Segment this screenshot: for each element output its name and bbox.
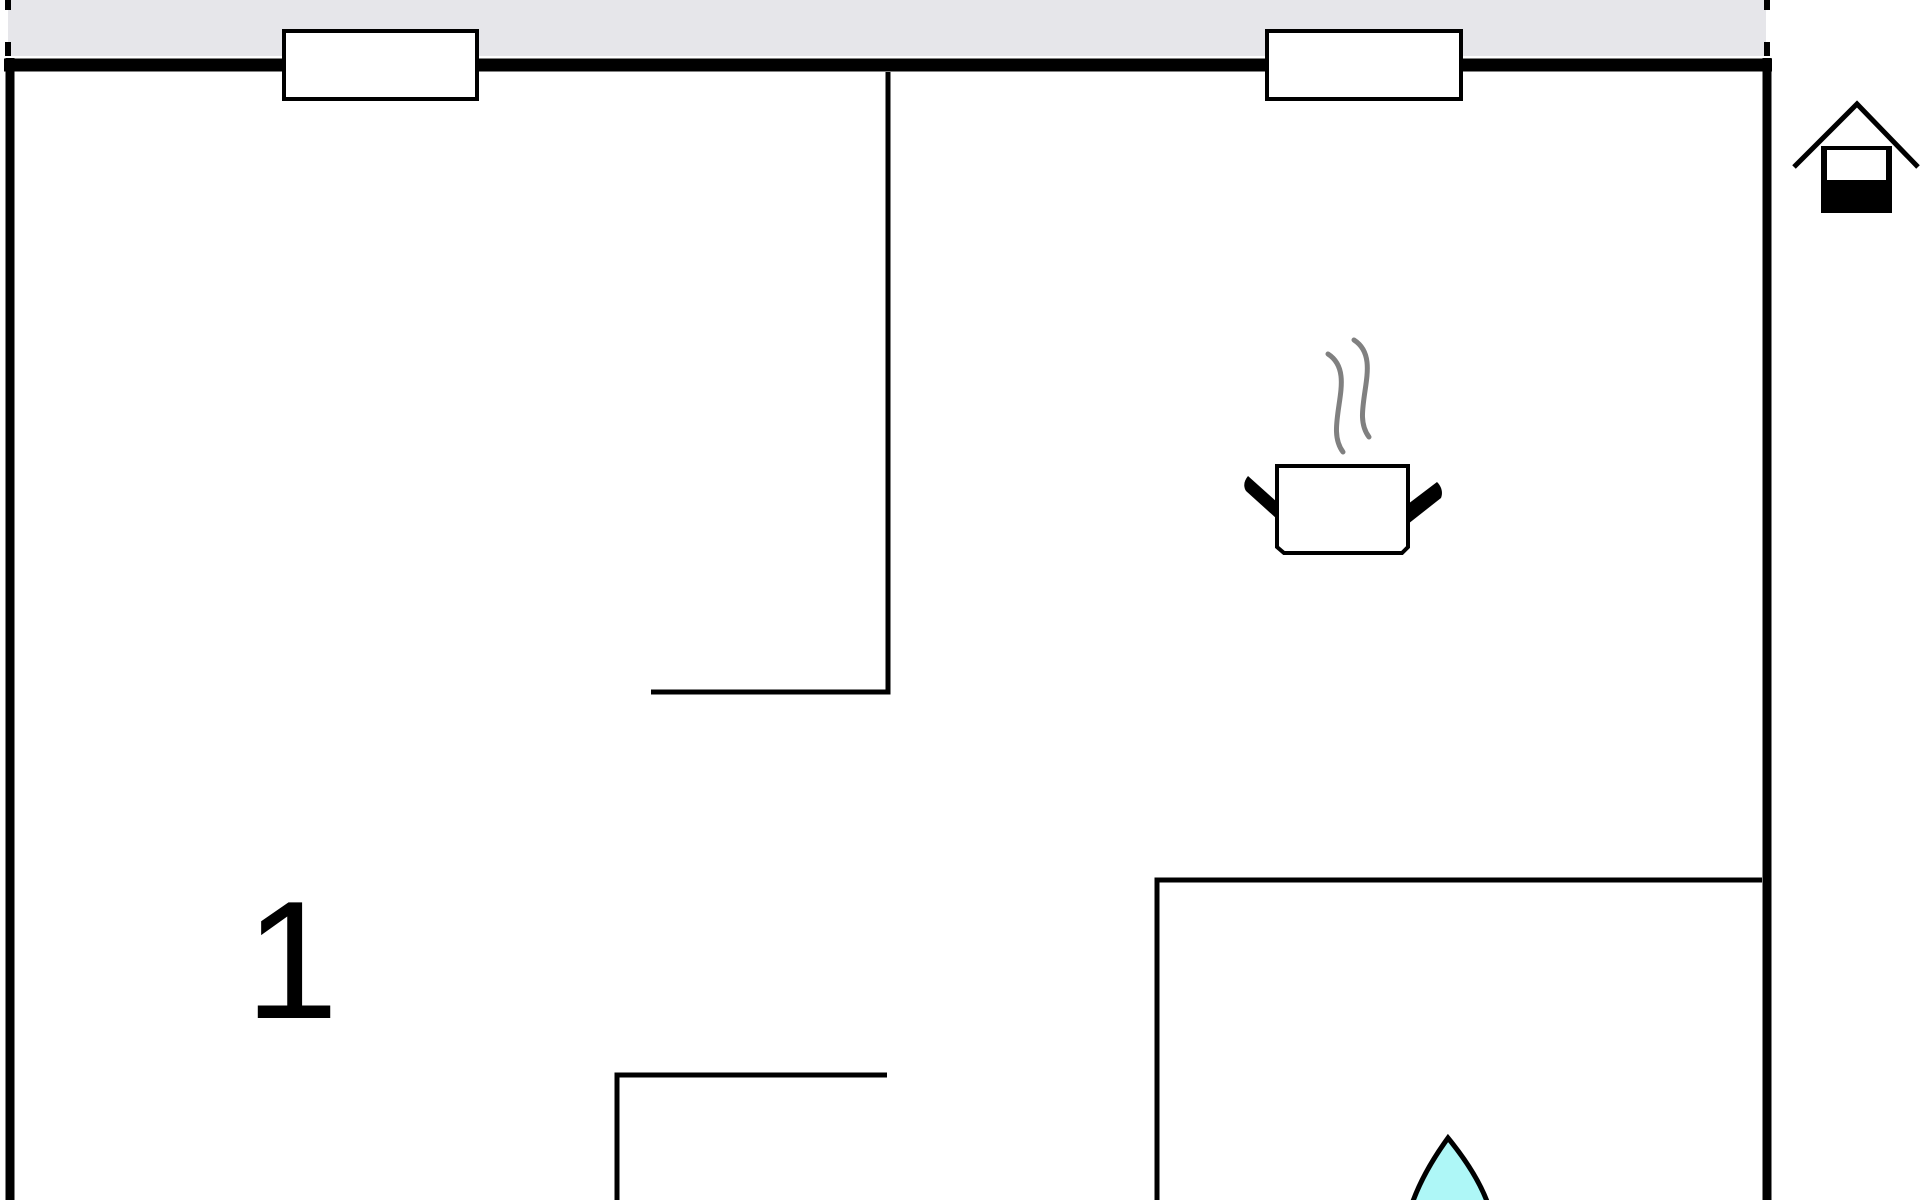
partition-wall-upper — [651, 72, 891, 695]
bathroom-wall — [1154, 877, 1762, 1200]
room-number-label: 1 — [245, 866, 339, 1054]
cooking-pot-icon — [1244, 337, 1442, 555]
window-left — [282, 29, 479, 101]
water-drop-icon — [1410, 1133, 1490, 1200]
partition-wall-lower — [614, 1072, 887, 1200]
window-right — [1265, 29, 1463, 101]
house-icon — [1792, 100, 1920, 213]
interior-walls — [614, 72, 1762, 1200]
exterior-band — [8, 0, 1766, 56]
